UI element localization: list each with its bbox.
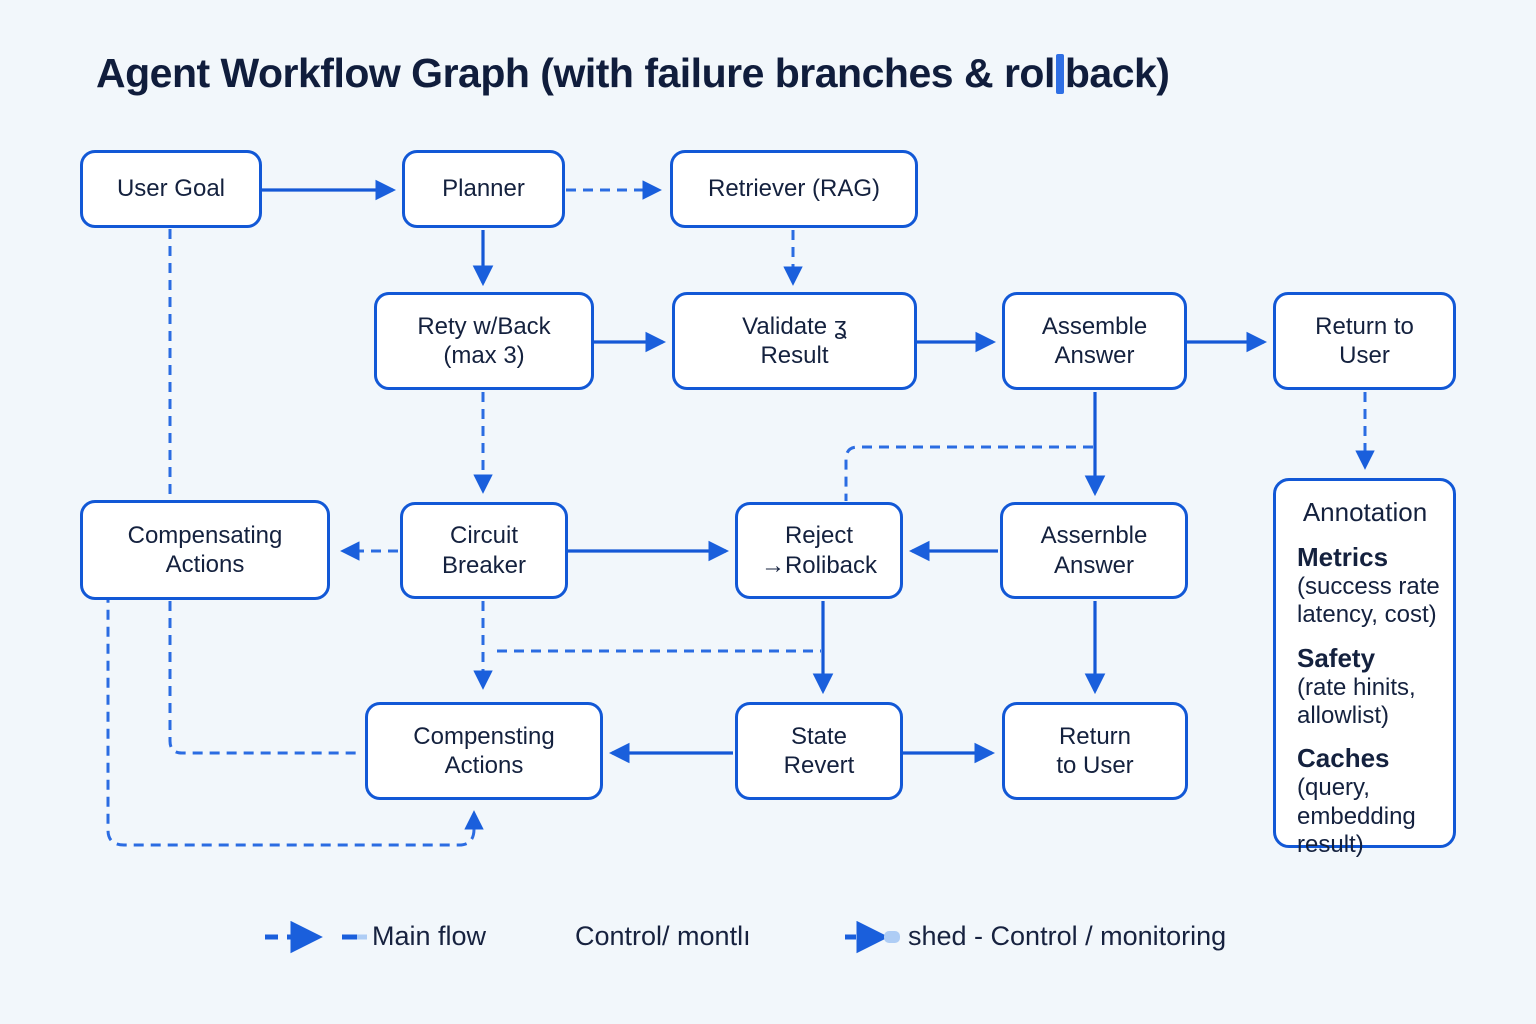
edge-assemble-reject-branch	[844, 445, 1093, 501]
title-pre: Agent Workflow Graph (with failure branc…	[96, 50, 1055, 96]
annotation-detail-caches: (query, embedding result)	[1297, 774, 1416, 858]
annotation-box: Annotation Metrics (success rate latency…	[1273, 478, 1456, 858]
legend-label-main-flow: Main flow	[372, 921, 487, 951]
text-cursor	[1055, 54, 1064, 94]
annotation-heading-safety: Safety	[1297, 642, 1376, 673]
node-state-revert: State Revert	[735, 702, 903, 800]
node-label: Return to User	[1315, 312, 1414, 369]
node-label: Assemble Answer	[1041, 312, 1148, 369]
node-circuit-breaker: Circuit Breaker	[400, 502, 568, 599]
node-label: Planner	[442, 175, 525, 203]
annotation-detail-metrics: (success rate latency, cost)	[1297, 573, 1440, 629]
node-label: Rety w/Back (max 3)	[417, 312, 551, 369]
node-planner: Planner	[402, 150, 565, 228]
annotation-detail-safety: (rate hinits, allowlist)	[1297, 673, 1416, 729]
node-label: Assernble Answer	[1040, 522, 1148, 579]
annotation-heading-caches: Caches	[1297, 743, 1390, 774]
legend-label-control-monitoring: shed - Control / monitoring	[908, 921, 1227, 951]
node-user-goal: User Goal	[80, 150, 262, 228]
node-compensating-actions-2: Compensting Actions	[365, 702, 603, 800]
node-retriever-rag: Retriever (RAG)	[670, 150, 918, 228]
node-compensating-actions: Compensating Actions	[80, 500, 330, 600]
solid-edges	[262, 179, 1268, 764]
node-label: Retriever (RAG)	[707, 175, 881, 203]
annotation-title: Annotation	[1302, 497, 1428, 527]
node-label: State Revert	[783, 722, 855, 779]
node-return-to-user-top: Return to User	[1273, 292, 1456, 390]
annotation-heading-metrics: Metrics	[1297, 542, 1389, 572]
title-post: back)	[1064, 50, 1170, 96]
node-label: Validate ʓ Result	[742, 312, 847, 369]
node-reject-rollback: Reject →Roliback	[735, 502, 903, 599]
node-label: User Goal	[116, 175, 226, 203]
edge-comp3-comp4-left	[168, 601, 362, 755]
legend-label-control-month: Control/ montlı	[575, 921, 751, 951]
node-label: Compensting Actions	[413, 722, 555, 779]
node-assemble-answer-top: Assemble Answer	[1002, 292, 1187, 390]
node-assemble-answer-mid: Assernble Answer	[1000, 502, 1188, 599]
node-label: Return to User	[1056, 722, 1134, 779]
node-label: Compensating Actions	[127, 521, 283, 578]
node-label: Circuit Breaker	[441, 522, 527, 579]
node-retry-backoff: Rety w/Back (max 3)	[374, 292, 594, 390]
node-return-to-user-bottom: Return to User	[1002, 702, 1188, 800]
node-validate-result: Validate ʓ Result	[672, 292, 917, 390]
node-label: Reject →Roliback	[760, 522, 878, 579]
page-title: Agent Workflow Graph (with failure branc…	[96, 50, 1170, 97]
